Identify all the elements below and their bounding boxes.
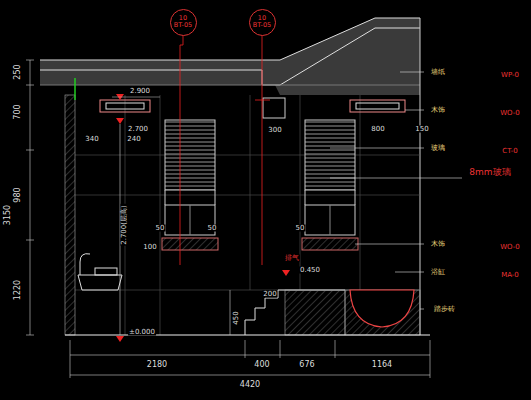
annotation-label: MA-0 <box>500 272 520 279</box>
callout-text: BT-05 <box>253 22 271 29</box>
annotation-label: 0.450 <box>299 267 321 274</box>
annotation-label: 玻璃 <box>430 145 446 152</box>
annotation-label: 踏步砖 <box>433 306 456 313</box>
callout-text: BT-05 <box>174 22 192 29</box>
annotation-label: 150 <box>414 126 429 133</box>
callout-text: 10 <box>179 15 187 22</box>
annotation-label: 1164 <box>371 361 393 369</box>
annotation-label: 50 <box>155 225 166 232</box>
ceiling-band <box>40 18 420 95</box>
annotation-label: 浴缸 <box>430 269 446 276</box>
annotation-label: 240 <box>126 136 141 143</box>
annotation-label: 50 <box>207 225 218 232</box>
annotation-label: 木饰 <box>430 241 446 248</box>
dimension-text: 700 <box>14 103 22 120</box>
dimension-text: 2.700(层高) <box>121 204 128 246</box>
dimension-text: 3150 <box>4 204 12 226</box>
bathtub <box>350 290 414 327</box>
left-wall <box>65 95 75 335</box>
sink <box>78 254 122 290</box>
dimension-text: 1220 <box>14 279 22 301</box>
annotation-label: 100 <box>142 244 157 251</box>
annotation-label: 墙纸 <box>430 69 446 76</box>
annotation-label: 2180 <box>146 361 168 369</box>
dimension-text: 250 <box>14 63 22 80</box>
dimension-text: 450 <box>233 310 240 325</box>
section-callout: 10BT-05 <box>170 9 197 36</box>
annotation-label: 676 <box>298 361 315 369</box>
annotation-label: 排气 <box>284 255 300 262</box>
annotation-label: 340 <box>84 136 99 143</box>
annotation-label: 400 <box>253 361 270 369</box>
annotation-label: 8mm玻璃 <box>468 168 511 177</box>
annotation-label: 300 <box>267 127 282 134</box>
section-callout: 10BT-05 <box>249 9 276 36</box>
annotation-label: WO-0 <box>499 110 521 117</box>
annotation-label: ±0.000 <box>128 329 156 336</box>
callout-text: 10 <box>258 15 266 22</box>
annotation-label: 4420 <box>239 381 261 389</box>
annotation-label: WP-0 <box>500 72 520 79</box>
window <box>302 120 358 250</box>
annotation-label: 木饰 <box>430 107 446 114</box>
dimension-text: 980 <box>14 186 22 203</box>
window <box>162 120 218 250</box>
annotation-label: 2.700 <box>127 126 149 133</box>
annotation-label: WO-0 <box>499 244 521 251</box>
annotation-label: 50 <box>295 225 306 232</box>
annotation-label: 200 <box>262 291 277 298</box>
annotation-label: 2.900 <box>129 88 151 95</box>
annotation-label: 800 <box>370 126 385 133</box>
annotation-label: CT-0 <box>501 148 519 155</box>
